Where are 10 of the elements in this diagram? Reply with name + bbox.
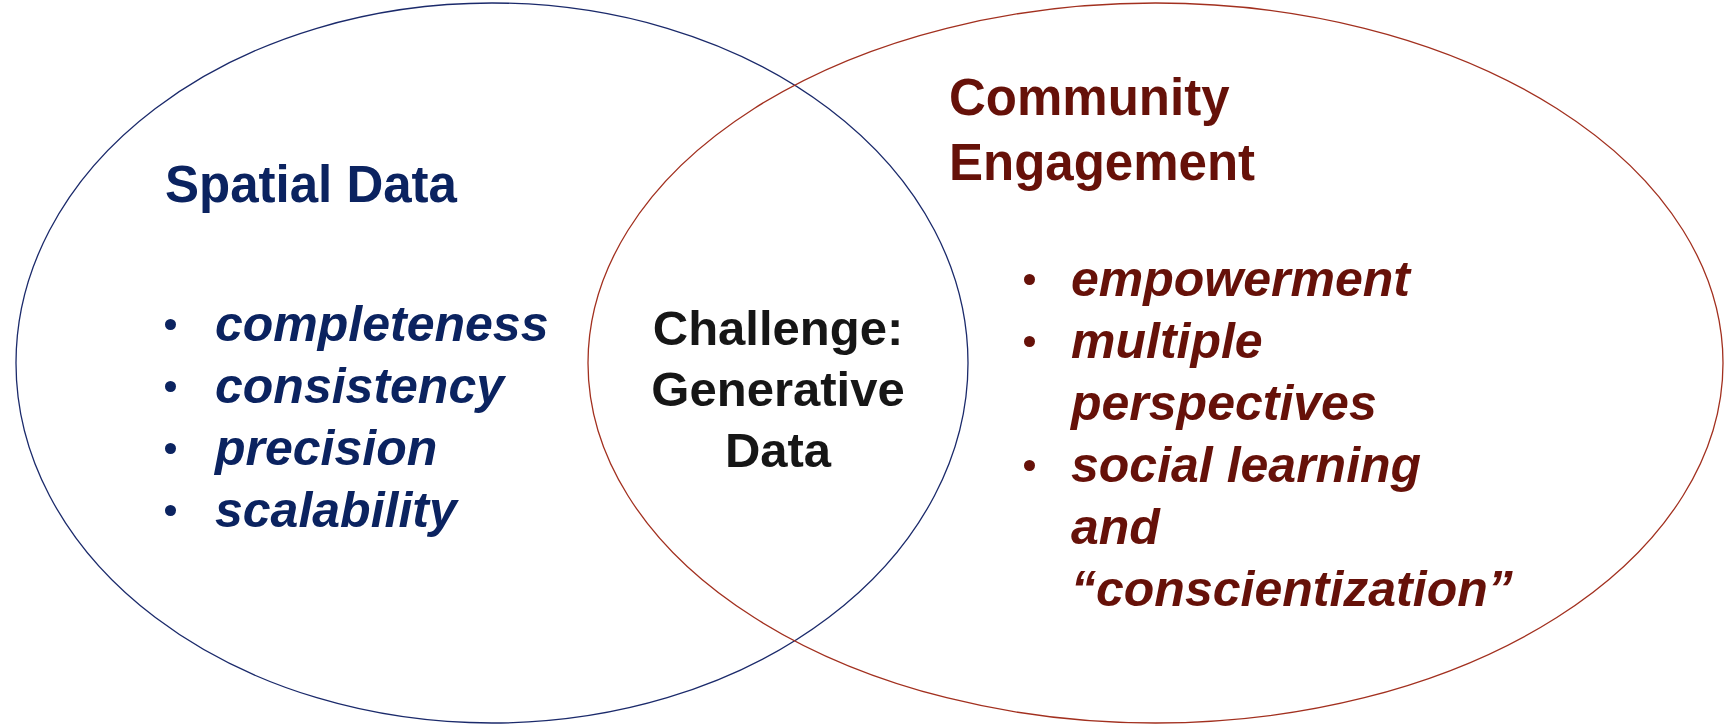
venn-heading: Spatial Data	[165, 155, 459, 215]
list-item-text: consistency	[215, 357, 504, 416]
list-item-text: social learning and “conscientization”	[1071, 436, 1513, 619]
venn-heading: Community Engagement	[949, 68, 1257, 193]
venn-ellipse	[587, 2, 1724, 724]
list-item-text: empowerment	[1071, 250, 1410, 309]
list-item-text: scalability	[215, 481, 457, 540]
list-item-text: precision	[215, 419, 438, 478]
list-item-text: completeness	[215, 295, 549, 354]
overlap-label: Challenge: Generative Data	[650, 300, 906, 479]
